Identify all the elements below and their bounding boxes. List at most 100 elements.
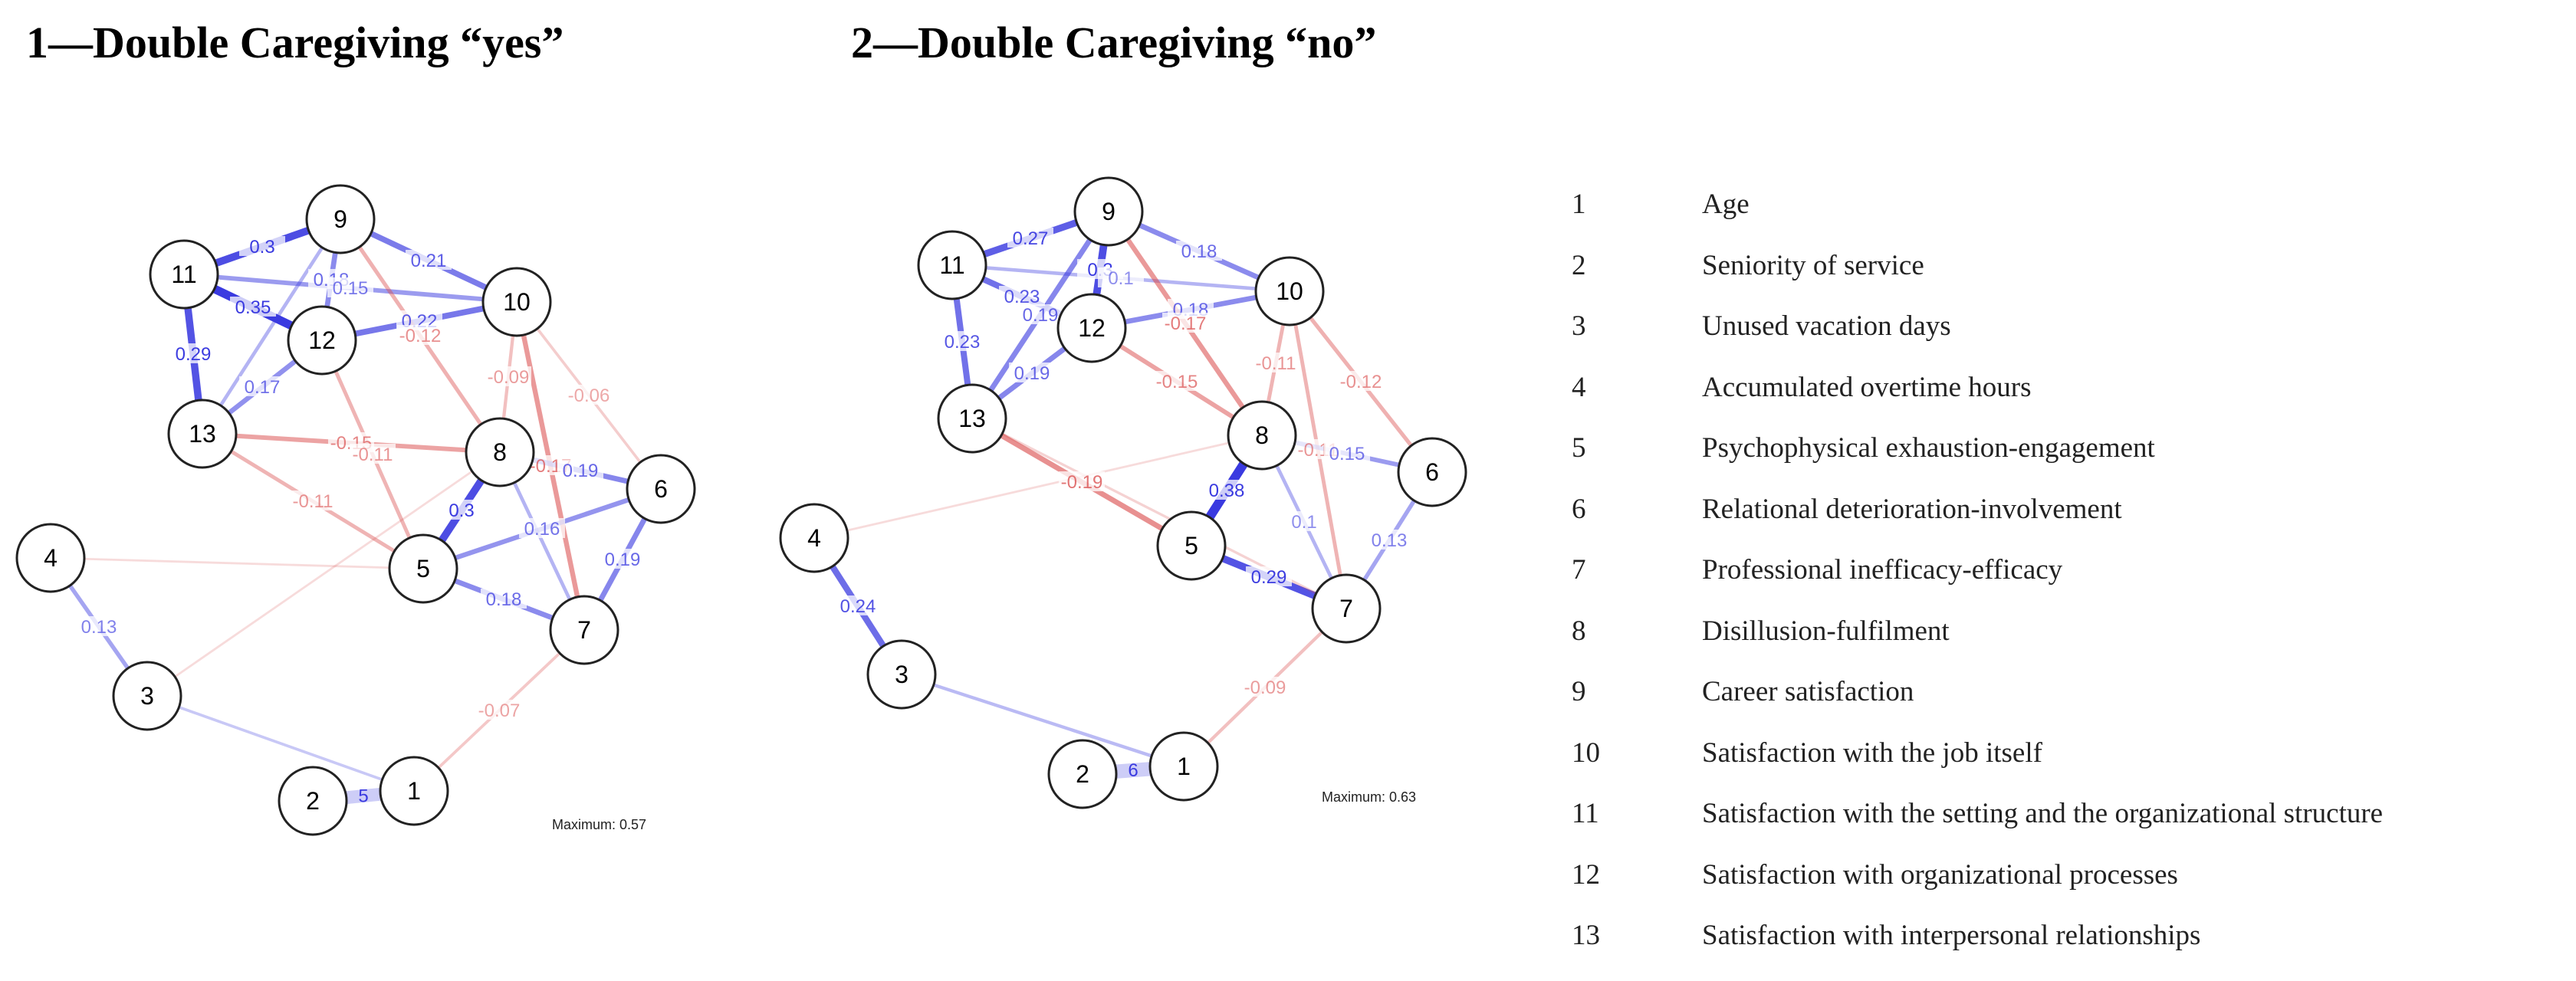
- edge-label-bg-1-7: [1242, 677, 1288, 697]
- node-1: [1148, 731, 1219, 802]
- edge-label-12-13: 0.19: [1014, 363, 1050, 384]
- node-8: [465, 417, 535, 487]
- edge-label-10-6: -0.06: [568, 386, 610, 406]
- edge-label-10-6: -0.12: [1340, 372, 1382, 392]
- edge-label-11-9: 0.27: [1013, 228, 1049, 249]
- edge-label-bg-11-13: [939, 331, 985, 351]
- node-label-1: 1: [1177, 753, 1191, 780]
- node-12: [1056, 293, 1127, 363]
- node-3: [866, 639, 937, 710]
- node-8: [1227, 400, 1297, 471]
- node-9: [1073, 176, 1144, 247]
- edge-label-11-10: 0.15: [333, 278, 369, 299]
- edge-label-5-7: 0.29: [1251, 567, 1287, 588]
- legend-text: Satisfaction with interpersonal relation…: [1702, 920, 2201, 951]
- node-label-2: 2: [306, 787, 320, 815]
- legend-text: Age: [1702, 189, 1750, 220]
- edge-label-bg-10-6: [1338, 371, 1384, 391]
- edge-label-bg-6-7: [600, 549, 646, 569]
- node-4: [15, 523, 86, 593]
- node-label-3: 3: [895, 661, 909, 688]
- node-13: [937, 383, 1007, 454]
- edge-label-11-12: 0.23: [1004, 287, 1040, 307]
- edge-label-2-1: 5: [358, 786, 368, 807]
- edge-label-bg-1-7: [476, 700, 522, 720]
- legend-number: 1: [1572, 189, 1586, 220]
- edge-label-bg-5-6: [519, 518, 565, 538]
- maximum-label: Maximum: 0.63: [1322, 789, 1416, 805]
- network-yes: 0.30.350.290.180.210.150.220.17-0.15-0.1…: [15, 184, 696, 836]
- edge-label-6-7: 0.13: [1372, 530, 1408, 551]
- edge-label-bg-10-8: [485, 366, 531, 386]
- panel-title-no: 2—Double Caregiving “no”: [851, 18, 1377, 67]
- edge-label-8-6: 0.19: [563, 461, 599, 481]
- legend-number: 3: [1572, 310, 1586, 342]
- network-no: 0.270.230.230.30.180.10.180.190.19-0.17-…: [779, 176, 1467, 809]
- edge-label-bg-6-7: [1366, 530, 1412, 550]
- edge-3-1: [899, 672, 1186, 769]
- edge-label-bg-4-3: [835, 595, 881, 615]
- edge-label-bg-8-6: [557, 460, 603, 480]
- edge-label-8-6: 0.15: [1329, 444, 1365, 464]
- edge-label-10-8: -0.09: [488, 367, 530, 388]
- edge-label-bg-2-1: [340, 785, 386, 805]
- node-label-1: 1: [407, 777, 421, 805]
- node-label-12: 12: [308, 326, 336, 354]
- node-label-5: 5: [1184, 532, 1198, 559]
- edge-label-4-3: 0.13: [81, 617, 117, 638]
- edge-label-2-1: 6: [1128, 760, 1138, 781]
- edge-label-9-10: 0.21: [411, 251, 447, 271]
- edge-label-bg-13-5: [290, 490, 336, 510]
- node-2: [278, 766, 348, 836]
- edge-label-bg-8-5: [439, 500, 485, 520]
- legend-text: Seniority of service: [1702, 249, 1924, 281]
- edge-label-5-7: 0.18: [486, 589, 522, 610]
- node-label-9: 9: [1102, 198, 1116, 225]
- edge-label-8-5: 0.3: [449, 500, 474, 521]
- node-label-10: 10: [503, 288, 531, 316]
- edge-label-1-7: -0.09: [1244, 678, 1286, 698]
- node-5: [388, 533, 458, 604]
- panel-title-yes: 1—Double Caregiving “yes”: [26, 18, 564, 67]
- edge-label-13-5: -0.11: [293, 491, 334, 512]
- node-10: [1254, 256, 1325, 326]
- edge-label-5-6: 0.16: [524, 519, 560, 540]
- edge-label-bg-11-10: [1098, 267, 1144, 287]
- legend-number: 10: [1572, 737, 1600, 769]
- node-label-11: 11: [939, 251, 964, 279]
- edge-label-6-7: 0.19: [605, 550, 641, 570]
- node-label-5: 5: [416, 555, 430, 582]
- legend-text: Satisfaction with the setting and the or…: [1702, 798, 2384, 829]
- legend-text: Career satisfaction: [1702, 676, 1914, 707]
- edge-label-11-13: 0.23: [945, 332, 981, 353]
- node-7: [549, 595, 619, 665]
- node-label-13: 13: [189, 420, 216, 448]
- edge-label-bg-12-13: [239, 376, 285, 396]
- edge-label-11-10: 0.1: [1108, 268, 1133, 289]
- edge-label-bg-8-5: [1204, 480, 1250, 500]
- legend-number: 7: [1572, 554, 1586, 586]
- edge-label-bg-9-8: [1162, 313, 1208, 333]
- legend-number: 8: [1572, 615, 1586, 647]
- legend-text: Accumulated overtime hours: [1702, 371, 2032, 403]
- edge-label-bg-5-7: [481, 589, 527, 609]
- node-10: [481, 267, 552, 337]
- edge-label-9-8: -0.12: [399, 326, 442, 346]
- edge-label-9-10: 0.18: [1181, 241, 1217, 262]
- node-13: [167, 399, 238, 469]
- node-11: [149, 239, 219, 310]
- node-6: [1397, 437, 1467, 507]
- edge-4-8: [813, 434, 1263, 540]
- edge-4-5: [49, 556, 425, 570]
- node-4: [779, 503, 849, 573]
- node-label-8: 8: [1255, 422, 1269, 449]
- edge-label-12-8: -0.15: [1156, 372, 1198, 392]
- edge-label-11-13: 0.29: [176, 344, 212, 365]
- node-label-6: 6: [654, 475, 668, 503]
- node-label-12: 12: [1078, 314, 1106, 342]
- edge-label-bg-5-7: [1246, 566, 1292, 586]
- legend-text: Psychophysical exhaustion-engagement: [1702, 432, 2155, 464]
- edge-label-bg-13-5: [1059, 471, 1105, 491]
- edge-label-10-8: -0.11: [1256, 353, 1296, 374]
- node-label-4: 4: [44, 544, 58, 572]
